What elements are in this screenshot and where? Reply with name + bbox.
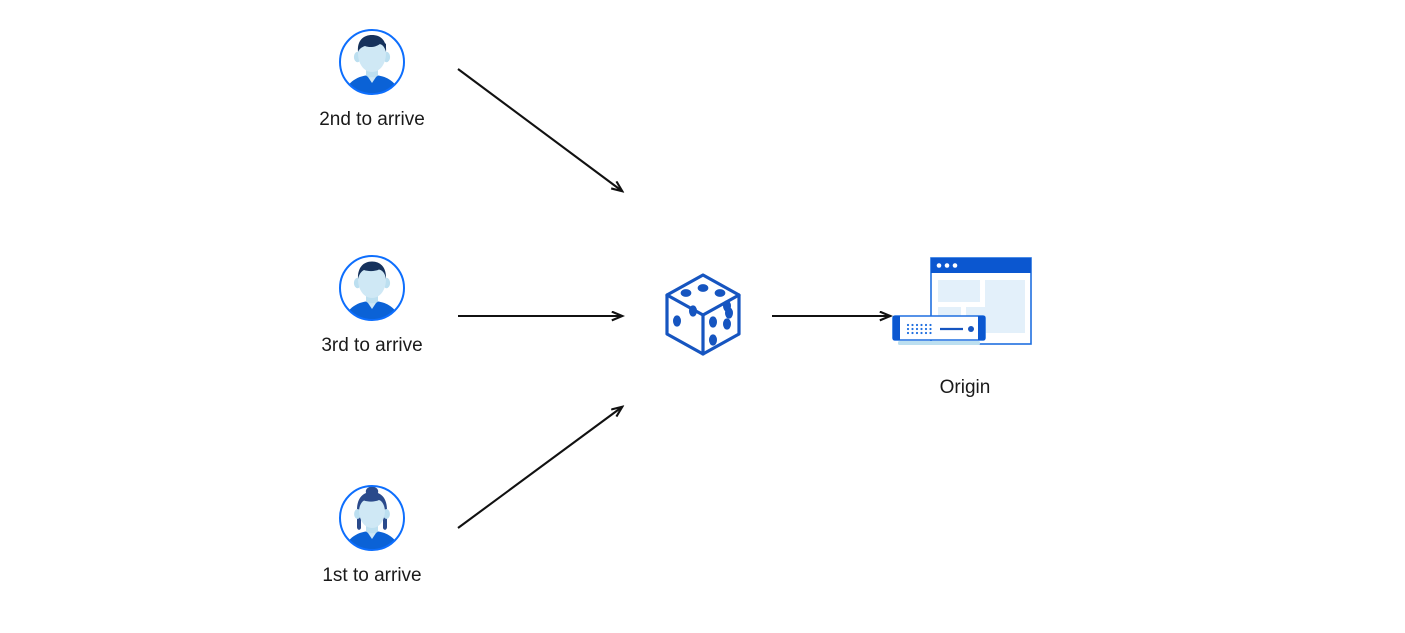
node-label: 3rd to arrive [321, 335, 423, 356]
node-client-3rd[interactable]: 3rd to arrive [307, 252, 437, 358]
node-label: Origin [939, 377, 991, 398]
node-origin[interactable]: Origin [885, 252, 1045, 400]
node-label: 1st to arrive [322, 565, 422, 586]
user-avatar-icon [336, 252, 408, 324]
node-client-1st[interactable]: 1st to arrive [307, 482, 437, 588]
server-appliance [892, 315, 986, 345]
user-avatar-icon [336, 26, 408, 98]
dice-icon [655, 266, 751, 362]
arrow-1st-to-dice [457, 407, 622, 529]
origin-server-icon [885, 252, 1045, 362]
node-label: 2nd to arrive [319, 109, 425, 130]
node-client-2nd[interactable]: 2nd to arrive [307, 26, 437, 132]
user-avatar-icon [336, 482, 408, 554]
node-dice-randomizer[interactable] [655, 266, 751, 362]
arrow-2nd-to-dice [457, 68, 622, 191]
